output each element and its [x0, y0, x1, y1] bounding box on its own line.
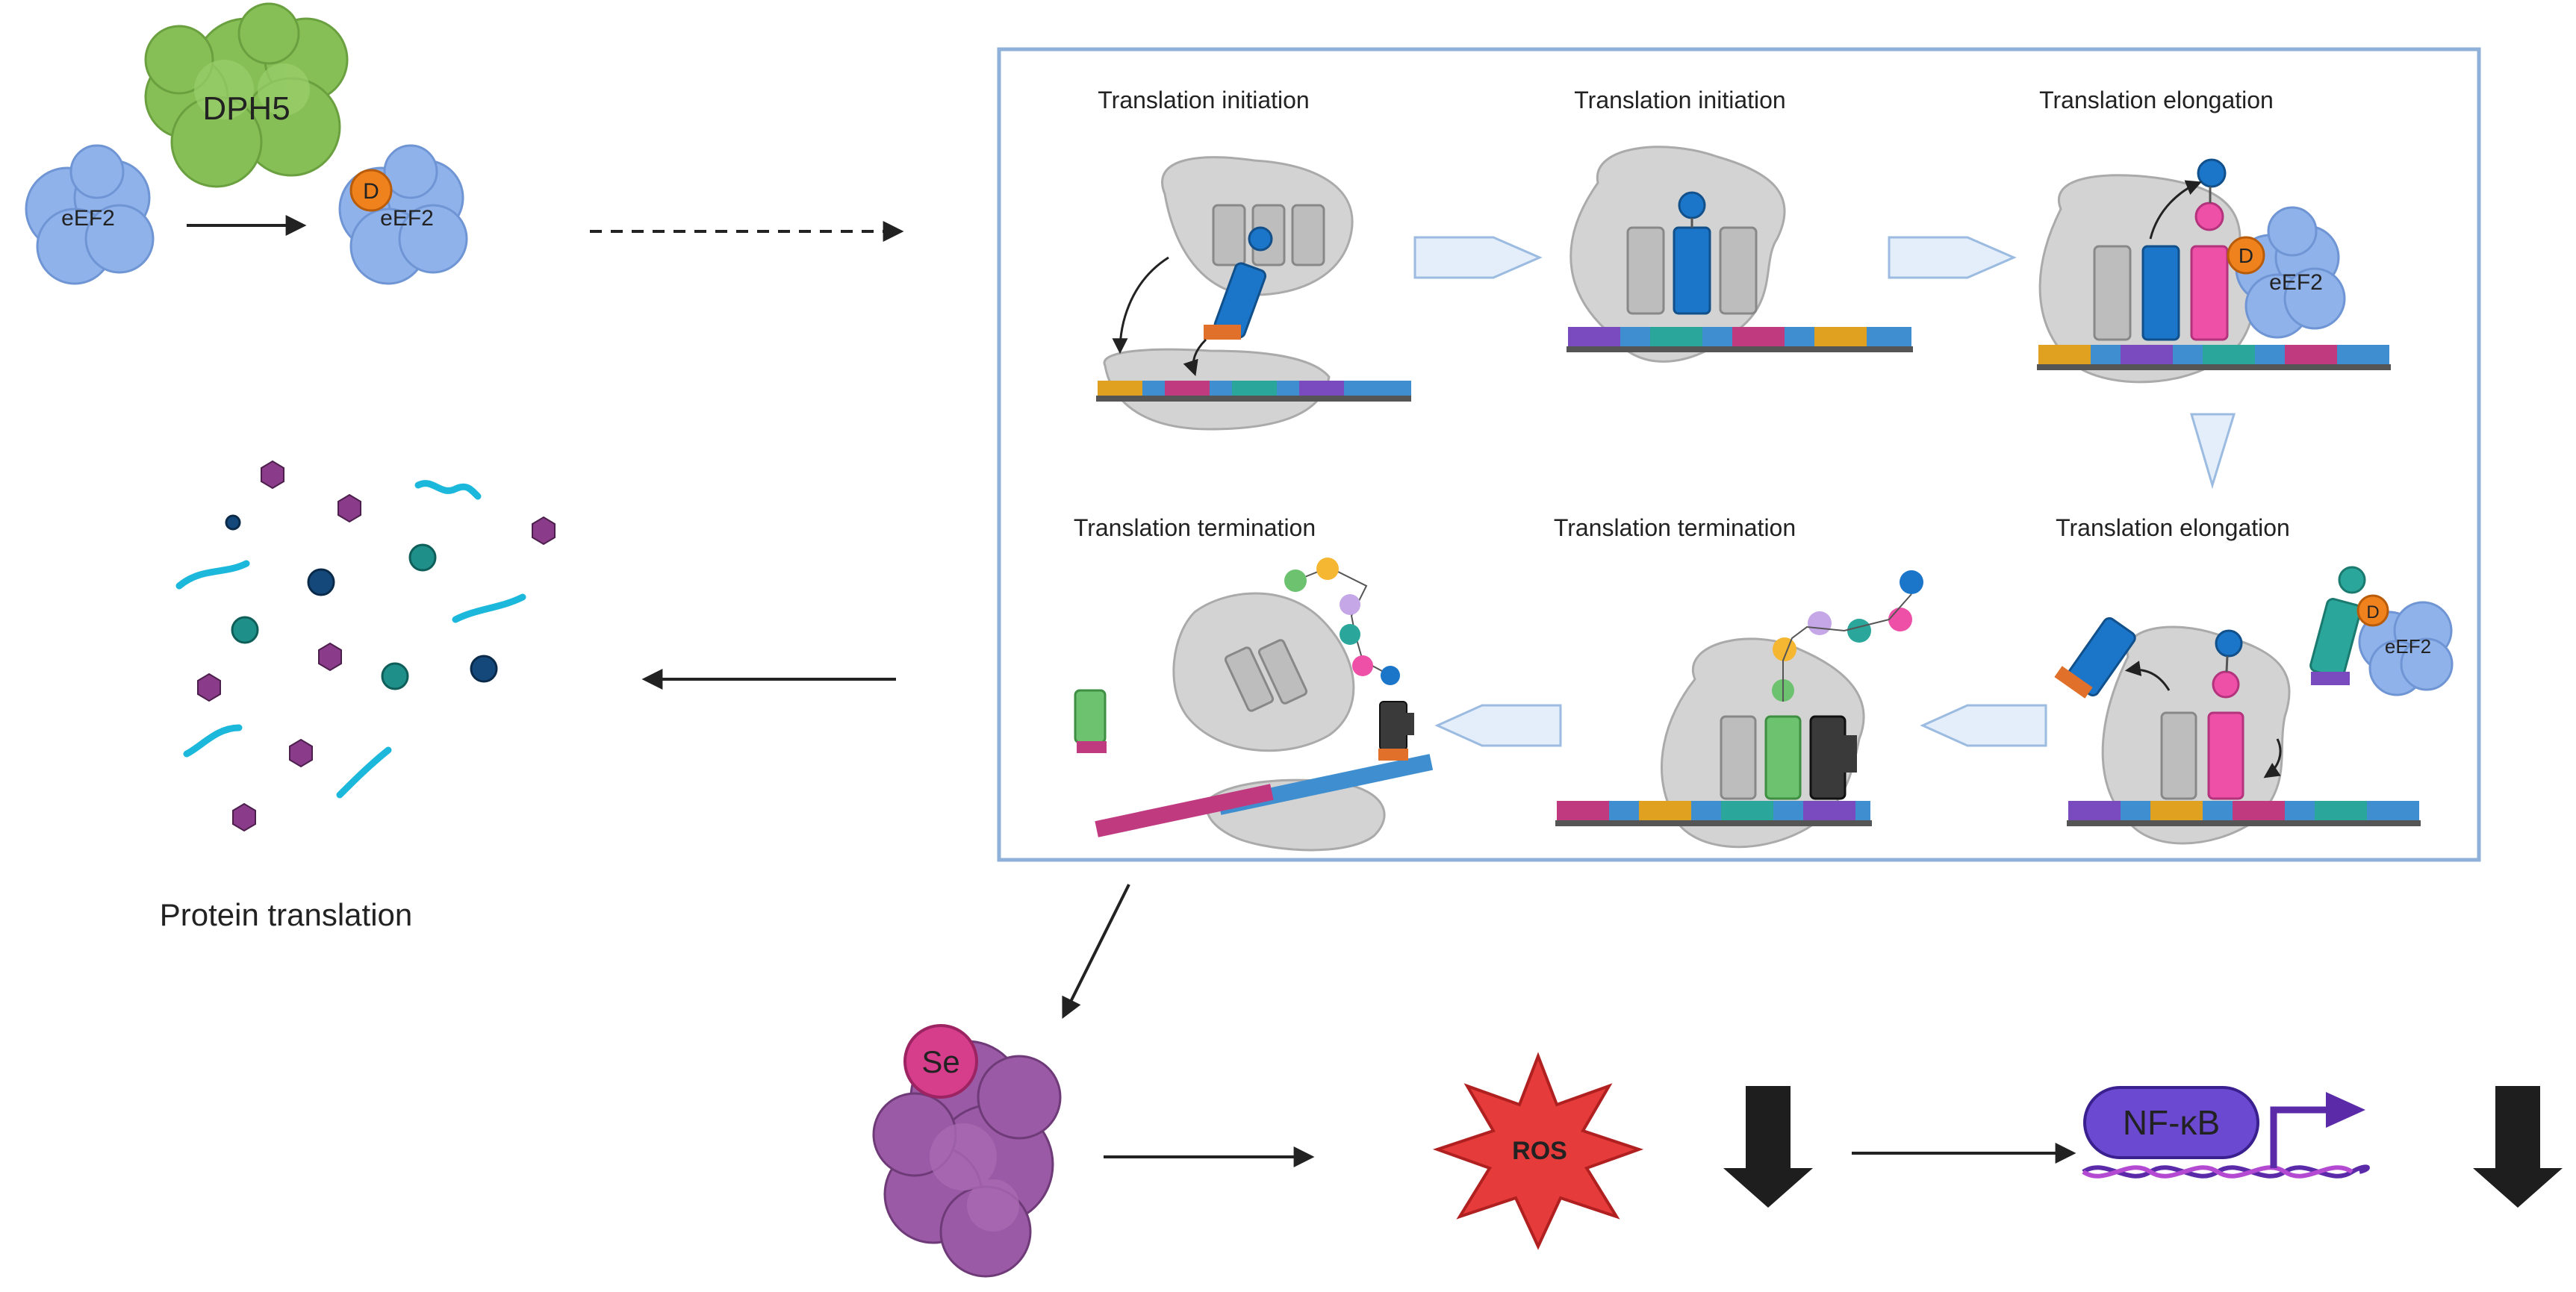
selenoprotein: Se	[872, 1024, 1062, 1278]
nfkb-decrease-arrow-icon	[2473, 1086, 2563, 1208]
step-title-4: Translation elongation	[2056, 514, 2290, 541]
released-trna	[1074, 689, 1107, 753]
step-title-3: Translation elongation	[2039, 87, 2274, 113]
step-chevron-1	[1413, 236, 1543, 279]
protein-translation-caption: Protein translation	[160, 897, 413, 932]
ribosome-step-3	[2037, 158, 2391, 384]
step-chevron-4	[1920, 704, 2047, 747]
eef2-label: eEF2	[61, 206, 115, 231]
incoming-trna	[2309, 566, 2366, 685]
svg-text:D: D	[2239, 244, 2253, 267]
ros-label: ROS	[1512, 1137, 1567, 1165]
released-factor	[1378, 701, 1414, 761]
eef2-incoming-label: eEF2	[2385, 635, 2431, 658]
arrow-to-selenoprotein	[1062, 884, 1130, 1020]
dph5-label: DPH5	[202, 90, 290, 127]
svg-text:Se: Se	[921, 1044, 959, 1079]
mrna-codons-1	[1098, 381, 1411, 396]
ros-decrease-arrow-icon	[1723, 1086, 1813, 1208]
eef2-incoming-factor: eEF2 D	[2356, 594, 2454, 696]
incoming-diphthamide-badge: D	[2356, 594, 2389, 627]
ribosome-step-6	[1074, 558, 1434, 852]
nfkb-pill	[2083, 1086, 2259, 1159]
ribosome-step-4	[2067, 625, 2421, 845]
step-title-6: Translation termination	[1074, 514, 1316, 541]
bound-diphthamide-badge: D	[2227, 236, 2265, 275]
translation-products	[175, 460, 556, 832]
translation-cycle-panel	[997, 47, 2481, 862]
eef2-protein: eEF2	[25, 144, 155, 285]
svg-text:D: D	[2366, 602, 2379, 622]
released-peptide	[1284, 558, 1400, 685]
eef2-bound-label: eEF2	[2269, 270, 2323, 295]
ribosome-step-2	[1567, 146, 1913, 363]
step-title-5: Translation termination	[1554, 514, 1796, 541]
step-title-2: Translation initiation	[1574, 87, 1785, 113]
ribosome-step-5	[1555, 570, 1923, 849]
step-chevron-5	[1434, 704, 1562, 747]
step-title-1: Translation initiation	[1098, 87, 1309, 113]
nfkb-label: NF-κB	[2123, 1103, 2220, 1142]
ros-burst: ROS	[1432, 1052, 1644, 1250]
eef2-modified-label: eEF2	[380, 206, 434, 231]
nfkb-gene-activation: NF-κB	[2082, 1086, 2370, 1179]
exiting-trna	[2054, 617, 2171, 699]
se-badge: Se	[903, 1024, 978, 1099]
nascent-peptide-5	[1772, 570, 1923, 702]
step-chevron-2	[1888, 236, 2017, 279]
svg-text:D: D	[363, 179, 379, 204]
initiator-trna	[1204, 226, 1273, 340]
eef2-bound-factor: eEF2 D	[2227, 206, 2346, 339]
dph5-enzyme: DPH5	[144, 2, 349, 188]
step-chevron-3	[2189, 413, 2236, 490]
eef2-modified-protein: eEF2 D	[338, 144, 468, 285]
diphthamide-badge: D	[349, 169, 393, 212]
ribosome-step-1	[1096, 156, 1411, 431]
